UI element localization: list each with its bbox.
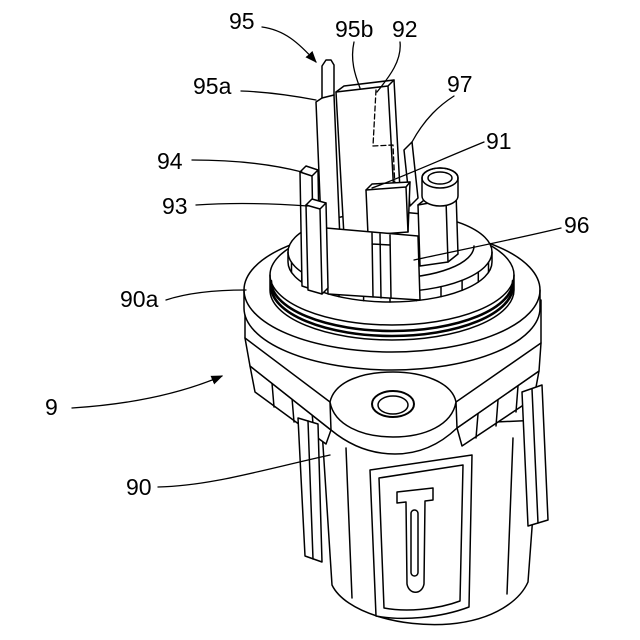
leader-arrow-95 (262, 27, 316, 62)
label-97: 97 (447, 71, 473, 97)
label-9: 9 (45, 394, 58, 420)
label-96: 96 (564, 212, 590, 238)
label-91: 91 (486, 128, 512, 154)
label-95b: 95b (335, 16, 373, 42)
left-side-clip (298, 418, 322, 562)
label-90a: 90a (120, 286, 159, 312)
front-housing (326, 228, 420, 300)
mounting-hole (372, 391, 414, 417)
leader-90a (166, 290, 246, 300)
side-rib-93 (306, 199, 328, 294)
leader-93 (196, 203, 308, 206)
leader-95b (353, 42, 360, 88)
terminal-block (366, 182, 410, 235)
leader-97 (412, 96, 454, 142)
leader-94 (192, 160, 302, 172)
label-95a: 95a (193, 73, 232, 99)
label-94: 94 (157, 148, 183, 174)
leader-95a (241, 91, 316, 100)
label-90: 90 (126, 474, 152, 500)
label-95: 95 (229, 8, 255, 34)
label-93: 93 (162, 193, 188, 219)
label-92: 92 (392, 16, 418, 42)
round-cup (422, 168, 458, 206)
leader-arrow-9 (72, 376, 222, 408)
